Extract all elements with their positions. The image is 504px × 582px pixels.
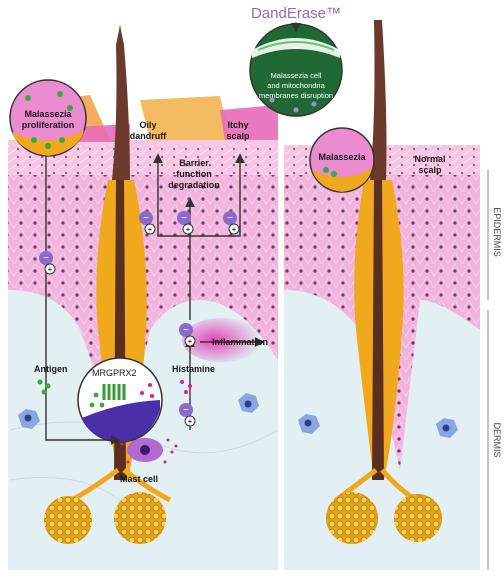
right-panel: Malassezia Normal scalp Malassezia cell … bbox=[249, 5, 502, 570]
svg-text:−: − bbox=[143, 213, 149, 224]
danderase-effect-line1: Malassezia cell bbox=[271, 71, 322, 80]
inflammation-label: Inflammation bbox=[212, 337, 268, 347]
mrgprx2-bubble: MRGPRX2 bbox=[77, 357, 163, 443]
svg-text:function: function bbox=[176, 169, 212, 179]
mrgprx2-label: MRGPRX2 bbox=[92, 368, 137, 378]
normal-scalp-label: Normal bbox=[414, 154, 445, 164]
dermis-label: DERMIS bbox=[492, 422, 502, 457]
histamine-label: Histamine bbox=[172, 364, 215, 374]
barrier-label: Barrier bbox=[179, 158, 209, 168]
sebaceous-gland-left bbox=[44, 496, 92, 544]
danderase-bubble: Malassezia cell and mitochondria membran… bbox=[249, 23, 343, 117]
svg-text:+: + bbox=[186, 225, 191, 234]
sebaceous-gland-right bbox=[394, 494, 442, 542]
svg-text:−: − bbox=[183, 325, 189, 336]
malassezia-proliferation-bubble: Malassezia proliferation bbox=[9, 79, 87, 157]
svg-text:−: − bbox=[181, 213, 187, 224]
svg-text:membranes disruption: membranes disruption bbox=[259, 91, 333, 100]
itchy-scalp-label: Itchy bbox=[227, 120, 248, 130]
epidermis-label: EPIDERMIS bbox=[492, 207, 502, 257]
hair-shaft bbox=[112, 45, 130, 180]
malassezia-label: Malassezia bbox=[318, 152, 366, 162]
svg-text:+: + bbox=[188, 337, 193, 346]
svg-text:−: − bbox=[183, 405, 189, 416]
hair-shaft bbox=[370, 20, 387, 180]
svg-text:+: + bbox=[232, 225, 237, 234]
svg-text:dandruff: dandruff bbox=[130, 131, 167, 141]
malassezia-proliferation-label: Malassezia bbox=[24, 109, 72, 119]
oily-dandruff-label: Oily bbox=[139, 120, 156, 130]
itchy-scalp-arrow bbox=[190, 153, 245, 237]
antigen-pathway-arrow bbox=[45, 156, 121, 445]
svg-text:and mitochondria: and mitochondria bbox=[267, 81, 325, 90]
oily-dandruff-arrow bbox=[153, 153, 191, 320]
danderase-title: DandErase™ bbox=[251, 5, 341, 22]
left-panel: MRGPRX2 Malassezia proliferation −+ −+ −… bbox=[8, 25, 279, 570]
svg-text:+: + bbox=[188, 417, 193, 426]
svg-text:+: + bbox=[148, 225, 153, 234]
sebaceous-gland-right bbox=[114, 492, 166, 544]
receptor-markers: −+ −+ −+ −+ −+ −+ bbox=[39, 211, 240, 427]
sebaceous-gland-left bbox=[326, 492, 378, 544]
svg-text:degradation: degradation bbox=[168, 180, 220, 190]
svg-text:−: − bbox=[43, 253, 49, 264]
malassezia-bubble: Malassezia bbox=[309, 127, 375, 193]
antigen-label: Antigen bbox=[34, 364, 68, 374]
svg-text:+: + bbox=[48, 265, 53, 274]
svg-text:−: − bbox=[227, 213, 233, 224]
oily-flake bbox=[140, 96, 230, 140]
svg-text:scalp: scalp bbox=[226, 131, 250, 141]
mast-cell-label: Mast cell bbox=[120, 474, 158, 484]
svg-text:proliferation: proliferation bbox=[22, 120, 75, 130]
inflammation-glow bbox=[182, 318, 262, 362]
svg-text:scalp: scalp bbox=[418, 165, 442, 175]
